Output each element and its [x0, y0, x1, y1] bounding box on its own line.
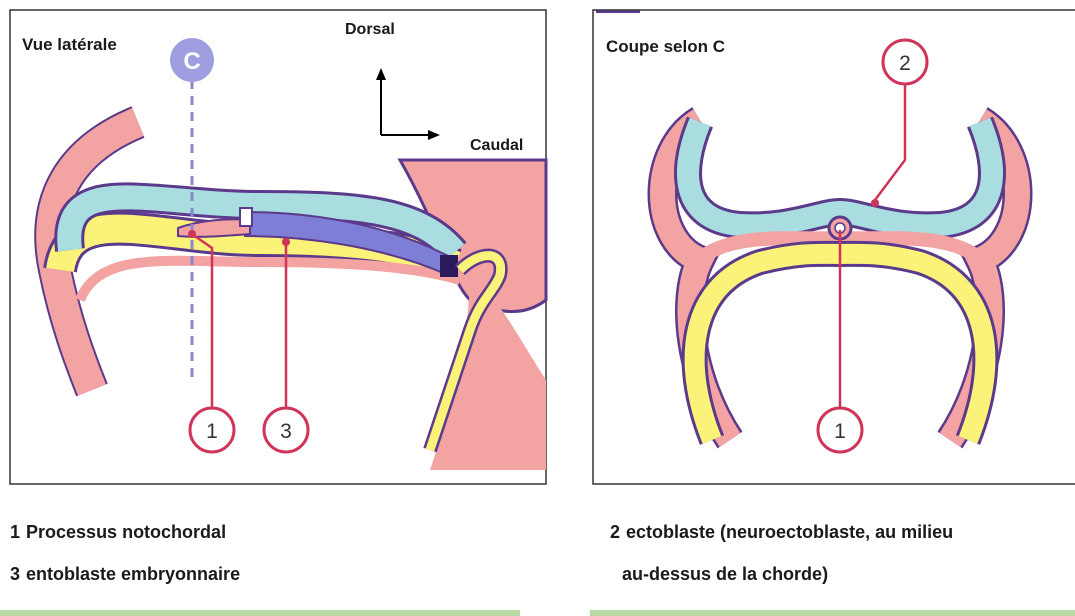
legend-item-3: 3 entoblaste embryonnaire: [10, 564, 240, 585]
callout-1-number: 1: [206, 420, 218, 443]
primitive-pit: [240, 208, 252, 226]
legend-item-2-line1: ectoblaste (neuroectoblaste, au milieu: [626, 522, 953, 542]
legend-item-2-continuation: au-dessus de la chorde): [622, 564, 828, 585]
caudal-label: Caudal: [470, 137, 523, 154]
callout-1b-number: 1: [834, 420, 846, 443]
callout-3-number: 3: [280, 420, 292, 443]
callout-1-anchor: [188, 230, 196, 238]
callout-2-number: 2: [899, 52, 911, 75]
legend-item-1: 1 Processus notochordal: [10, 522, 226, 543]
callout-3-anchor: [282, 238, 290, 246]
bottom-strip-right: [590, 610, 1075, 616]
legend-item-1-text: Processus notochordal: [26, 522, 226, 542]
cross-section-title: Coupe selon C: [606, 37, 725, 56]
legend-item-2: 2 ectoblaste (neuroectoblaste, au milieu: [610, 522, 953, 543]
lateral-view-title: Vue latérale: [22, 35, 117, 54]
cloacal-membrane: [440, 255, 458, 277]
legend-item-2-line2: au-dessus de la chorde): [622, 564, 828, 584]
lateral-view-panel: C Vue latérale Dorsal Caudal 1 3: [10, 10, 546, 484]
callout-2-anchor: [871, 199, 879, 207]
legend-item-3-number: 3: [10, 564, 20, 584]
legend-item-1-number: 1: [10, 522, 20, 542]
legend-item-3-text: entoblaste embryonnaire: [26, 564, 240, 584]
section-marker-label: C: [183, 48, 200, 75]
bottom-strip-left: [0, 610, 520, 616]
legend-item-2-number: 2: [610, 522, 620, 542]
cross-section-panel: Coupe selon C 2 1: [593, 10, 1075, 484]
dorsal-label: Dorsal: [345, 21, 395, 38]
